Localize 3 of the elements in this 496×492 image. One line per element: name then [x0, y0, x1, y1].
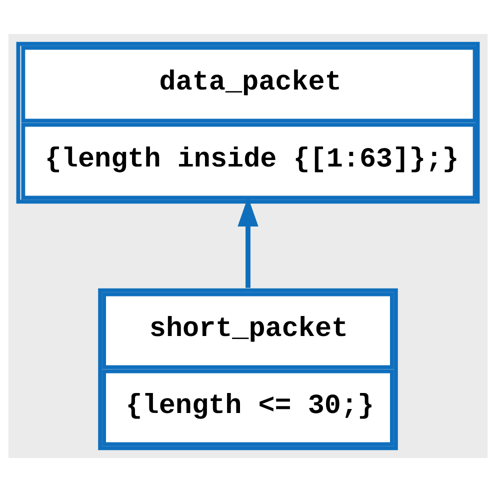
arrow — [238, 196, 258, 288]
node-box: short_packet {length <= 30;} — [98, 288, 398, 450]
node-box: data_packet {length inside {[1:63]};} — [16, 42, 480, 204]
